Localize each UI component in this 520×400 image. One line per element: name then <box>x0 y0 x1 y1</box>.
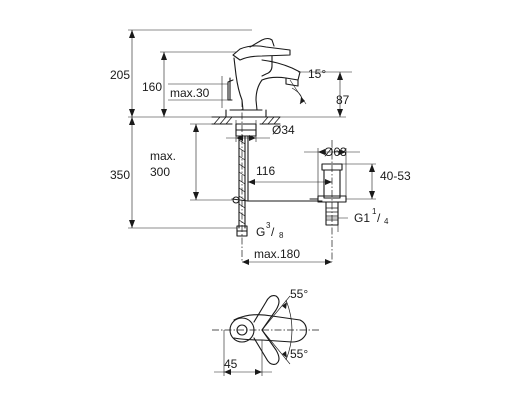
dim-max180: max.180 <box>254 247 300 261</box>
right-dimension-lines <box>226 71 376 265</box>
inlet-thread-label: G 3 / 8 <box>256 221 284 240</box>
dim-350: 350 <box>110 168 130 182</box>
dim-300: 300 <box>150 165 170 179</box>
supply-hoses <box>231 135 323 237</box>
left-dimension-lines <box>128 29 252 229</box>
svg-text:3: 3 <box>266 221 271 230</box>
svg-text:G: G <box>256 225 265 239</box>
dim-87: 87 <box>336 93 350 107</box>
dim-45: 45 <box>224 357 238 371</box>
dim-55deg-top: 55° <box>290 287 308 301</box>
dim-15deg: 15° <box>308 67 326 81</box>
dim-160: 160 <box>142 80 162 94</box>
svg-text:/: / <box>271 225 275 239</box>
waste-fitting <box>309 163 347 226</box>
svg-text:4: 4 <box>384 217 389 226</box>
dim-o34: Ø34 <box>272 123 295 137</box>
svg-text:G1: G1 <box>354 211 370 225</box>
svg-text:/: / <box>377 211 381 225</box>
svg-text:8: 8 <box>279 231 284 240</box>
dim-55deg-bottom: 55° <box>290 347 308 361</box>
basin-section <box>211 116 281 137</box>
dim-40-53: 40-53 <box>380 169 411 183</box>
dim-116: 116 <box>256 164 275 178</box>
dim-max-label: max. <box>150 149 176 163</box>
dim-205: 205 <box>110 68 130 82</box>
waste-thread-label: G1 1 / 4 <box>354 207 389 226</box>
dim-o63: Ø63 <box>324 145 347 159</box>
svg-text:1: 1 <box>372 207 377 216</box>
faucet-body <box>225 37 301 118</box>
faucet-top-view <box>212 295 320 376</box>
dim-max30: max.30 <box>170 86 210 100</box>
